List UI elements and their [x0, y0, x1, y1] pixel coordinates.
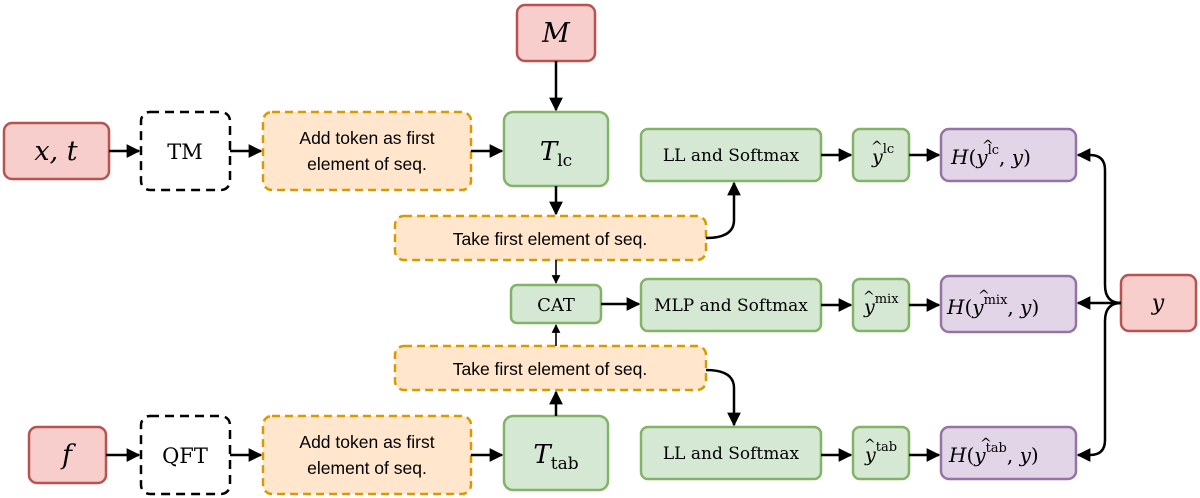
take-first-bottom-label: Take first element of seq.	[453, 359, 648, 379]
input-y-node: y	[1119, 273, 1198, 333]
pred-tab-label: ytab	[864, 440, 897, 466]
tm-encoder-node: TM	[139, 110, 232, 192]
pred-lc-node: ylc ^	[851, 127, 911, 183]
loss-lc-node: H(ylc, y) ^	[939, 127, 1078, 183]
head-mix-label: MLP and Softmax	[654, 296, 808, 316]
take-first-top-label: Take first element of seq.	[453, 229, 648, 249]
loss-tab-hat: ^	[980, 436, 992, 452]
loss-mix-hat: ^	[978, 288, 990, 304]
cat-node: CAT	[509, 283, 603, 325]
head-lc-label: LL and Softmax	[663, 146, 800, 166]
arrow-takefirst-to-lchead	[705, 181, 741, 240]
loss-tab-node: H(ytab, y) ^	[939, 425, 1078, 481]
loss-mix-node: H(ymix, y) ^	[939, 274, 1078, 334]
pred-tab-node: ytab ^	[851, 425, 911, 481]
add-token-top-line1: Add token as first	[299, 128, 434, 148]
pred-mix-hat: ^	[863, 289, 875, 305]
add-token-bottom-line2: element of seq.	[307, 458, 427, 478]
loss-tab-label: H(ytab, y)	[948, 441, 1039, 467]
add-token-top-node: Add token as first element of seq.	[261, 110, 473, 192]
add-token-bottom-line1: Add token as first	[299, 432, 434, 452]
take-first-top-node: Take first element of seq.	[393, 214, 708, 262]
loss-mix-label: H(ymix, y)	[946, 293, 1039, 319]
qft-encoder-label: QFT	[162, 444, 208, 468]
transformer-tab-label: Ttab	[533, 440, 578, 474]
input-f-node: f	[27, 425, 108, 485]
transformer-lc-label: Tlc	[540, 137, 572, 171]
head-lc-node: LL and Softmax	[639, 127, 823, 183]
qft-encoder-node: QFT	[139, 414, 232, 496]
tm-encoder-label: TM	[167, 140, 203, 164]
cat-label: CAT	[537, 295, 575, 316]
input-xt-node: x, t	[2, 121, 111, 181]
loss-lc-label: H(ylc, y)	[950, 143, 1031, 169]
pred-mix-label: ymix	[863, 292, 899, 318]
connectors	[106, 61, 1122, 462]
head-mix-node: MLP and Softmax	[639, 277, 823, 333]
transformer-tab-node: Ttab	[502, 414, 610, 492]
head-tab-label: LL and Softmax	[663, 444, 800, 464]
transformer-lc-node: Tlc	[502, 110, 610, 188]
pred-lc-hat: ^	[871, 139, 883, 155]
input-m-label: M	[541, 18, 571, 49]
input-xt-label: x, t	[34, 136, 77, 167]
loss-lc-hat: ^	[982, 138, 994, 154]
arrow-y-to-losslc	[1076, 148, 1122, 305]
add-token-bottom-node: Add token as first element of seq.	[261, 414, 473, 496]
take-first-bottom-node: Take first element of seq.	[393, 344, 708, 392]
input-m-node: M	[515, 3, 597, 63]
pred-tab-hat: ^	[864, 437, 876, 453]
arrow-takefirst-to-tabhead	[705, 368, 741, 427]
pred-lc-label: ylc	[871, 142, 894, 168]
head-tab-node: LL and Softmax	[639, 425, 823, 481]
input-y-label: y	[1151, 291, 1165, 316]
pred-mix-node: ymix ^	[851, 277, 911, 333]
arrow-y-to-losstab	[1076, 301, 1122, 462]
add-token-top-line2: element of seq.	[307, 154, 427, 174]
